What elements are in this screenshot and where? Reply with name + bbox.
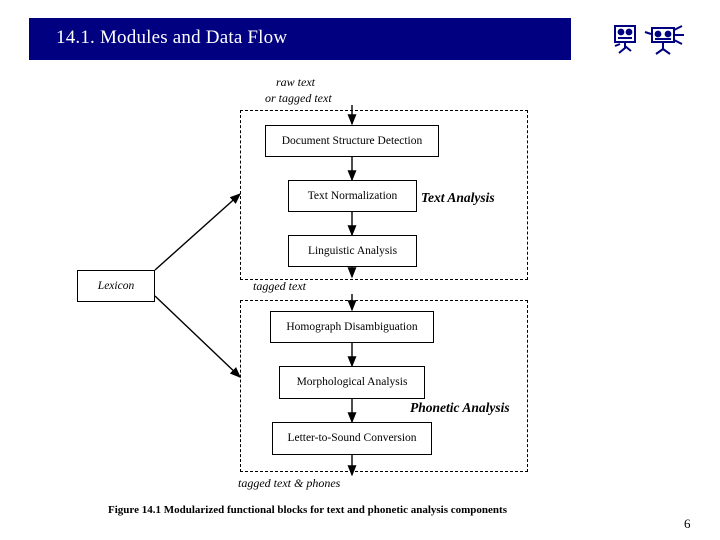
- decorative-glyph-group: [612, 22, 698, 58]
- figure-container: raw text or tagged text tagged text tagg…: [0, 72, 720, 517]
- text-analysis-label: Text Analysis: [421, 190, 495, 205]
- phonetic-analysis-region: [240, 300, 528, 472]
- box-homograph-disambiguation[interactable]: Homograph Disambiguation: [270, 311, 434, 343]
- text-analysis-region: [240, 110, 528, 280]
- page-title: 14.1. Modules and Data Flow: [56, 27, 288, 48]
- box-lexicon[interactable]: Lexicon: [77, 270, 155, 302]
- box-text-normalization[interactable]: Text Normalization: [288, 180, 417, 212]
- abstract-glyph-icon: [614, 25, 684, 55]
- middle-label: tagged text: [253, 279, 306, 293]
- box-letter-to-sound-conversion[interactable]: Letter-to-Sound Conversion: [272, 422, 432, 455]
- box-morphological-analysis[interactable]: Morphological Analysis: [279, 366, 425, 399]
- box-linguistic-analysis[interactable]: Linguistic Analysis: [288, 235, 417, 267]
- input-label-line2: or tagged text: [265, 91, 332, 105]
- phonetic-analysis-label: Phonetic Analysis: [410, 400, 510, 415]
- output-label: tagged text & phones: [238, 476, 341, 490]
- box-document-structure-detection[interactable]: Document Structure Detection: [265, 125, 439, 157]
- slide-title-bar: 14.1. Modules and Data Flow: [29, 18, 571, 60]
- figure-caption: Figure 14.1 Modularized functional block…: [108, 504, 507, 516]
- page-number: 6: [684, 516, 691, 531]
- input-label-line1: raw text: [276, 75, 315, 89]
